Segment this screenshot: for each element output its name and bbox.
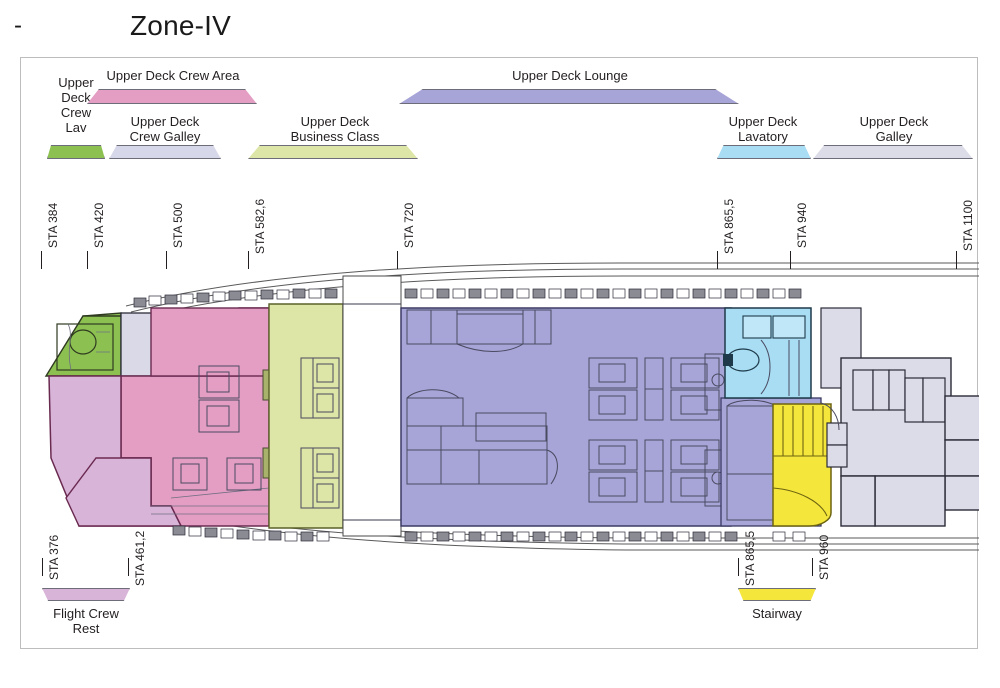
door-bay [342, 275, 402, 537]
window-ticks-top [133, 288, 802, 308]
sta-tick-960 [812, 558, 813, 576]
zone-bar-upper-deck-business-class [248, 145, 418, 159]
page-title: Zone-IV [130, 10, 231, 41]
sta-tick-1100 [956, 251, 957, 269]
window-ticks-bottom [172, 525, 806, 542]
sta-label-960: STA 960 [817, 534, 831, 580]
sta-tick-500 [166, 251, 167, 269]
cabin-section-lavatory [723, 307, 812, 399]
sta-tick-376 [42, 558, 43, 576]
lounge-sofa-top [406, 309, 552, 352]
lounge-seat-cluster-upper [588, 357, 720, 421]
sta-label-4612: STA 461,2 [133, 530, 147, 586]
sta-tick-8655-bottom [738, 558, 739, 576]
zone-label-upper-deck-business-class: Upper Deck Business Class [290, 114, 380, 144]
sta-tick-720 [397, 251, 398, 269]
sta-tick-420 [87, 251, 88, 269]
sta-tick-384 [41, 251, 42, 269]
sta-label-376: STA 376 [47, 534, 61, 580]
sta-label-384: STA 384 [46, 202, 60, 248]
sta-label-1100: STA 1100 [961, 200, 975, 251]
cabin-section-aft-galley [820, 307, 979, 527]
sta-tick-8655-top [717, 251, 718, 269]
zone-label-upper-deck-lavatory: Upper Deck Lavatory [728, 114, 798, 144]
zone-label-upper-deck-crew-galley: Upper Deck Crew Galley [129, 114, 201, 144]
zone-bar-upper-deck-crew-lav [47, 145, 105, 159]
cabin-layout-drawing: .ln { fill:none; stroke:#3a3a48; stroke-… [44, 262, 979, 551]
zone-bar-stairway [738, 588, 816, 601]
crew-seat-group-upper [198, 365, 240, 433]
sta-tick-4612 [128, 558, 129, 576]
zone-label-flight-crew-rest: Flight Crew Rest [53, 606, 119, 636]
sta-tick-5826 [248, 251, 249, 269]
lounge-sofa-bottom [406, 389, 558, 485]
zone-label-stairway: Stairway [752, 606, 802, 621]
diagram-frame: .ln { fill:none; stroke:#3a3a48; stroke-… [20, 57, 979, 649]
zone-bar-upper-deck-crew-area [87, 89, 257, 104]
sta-label-5826: STA 582,6 [253, 198, 267, 254]
zone-bar-upper-deck-galley [813, 145, 973, 159]
sta-tick-940 [790, 251, 791, 269]
cabin-section-stairway [772, 403, 832, 527]
lounge-seat-cluster-lower [588, 439, 720, 503]
sta-label-8655-bottom: STA 865,5 [743, 530, 757, 586]
zone-label-upper-deck-crew-area: Upper Deck Crew Area [106, 68, 240, 83]
sta-label-720: STA 720 [402, 202, 416, 248]
zone-label-upper-deck-lounge: Upper Deck Lounge [512, 68, 628, 83]
zone-bar-upper-deck-lounge [399, 89, 739, 104]
cabin-section-crew-area [48, 307, 272, 527]
sta-label-500: STA 500 [171, 202, 185, 248]
bullet-glyph: - [14, 12, 22, 39]
zone-label-upper-deck-galley: Upper Deck Galley [859, 114, 929, 144]
sta-label-940: STA 940 [795, 202, 809, 248]
zone-bar-upper-deck-crew-galley [109, 145, 221, 159]
zone-label-upper-deck-crew-lav: Upper Deck Crew Lav [58, 75, 94, 135]
sta-label-420: STA 420 [92, 202, 106, 248]
crew-seat-group-lower [172, 457, 262, 491]
zone-bar-flight-crew-rest [42, 588, 130, 601]
sta-label-8655-top: STA 865,5 [722, 198, 736, 254]
cabin-section-crew-lav [44, 312, 122, 377]
page-title-row: - Zone-IV [0, 8, 1000, 48]
zone-bar-upper-deck-lavatory [717, 145, 811, 159]
